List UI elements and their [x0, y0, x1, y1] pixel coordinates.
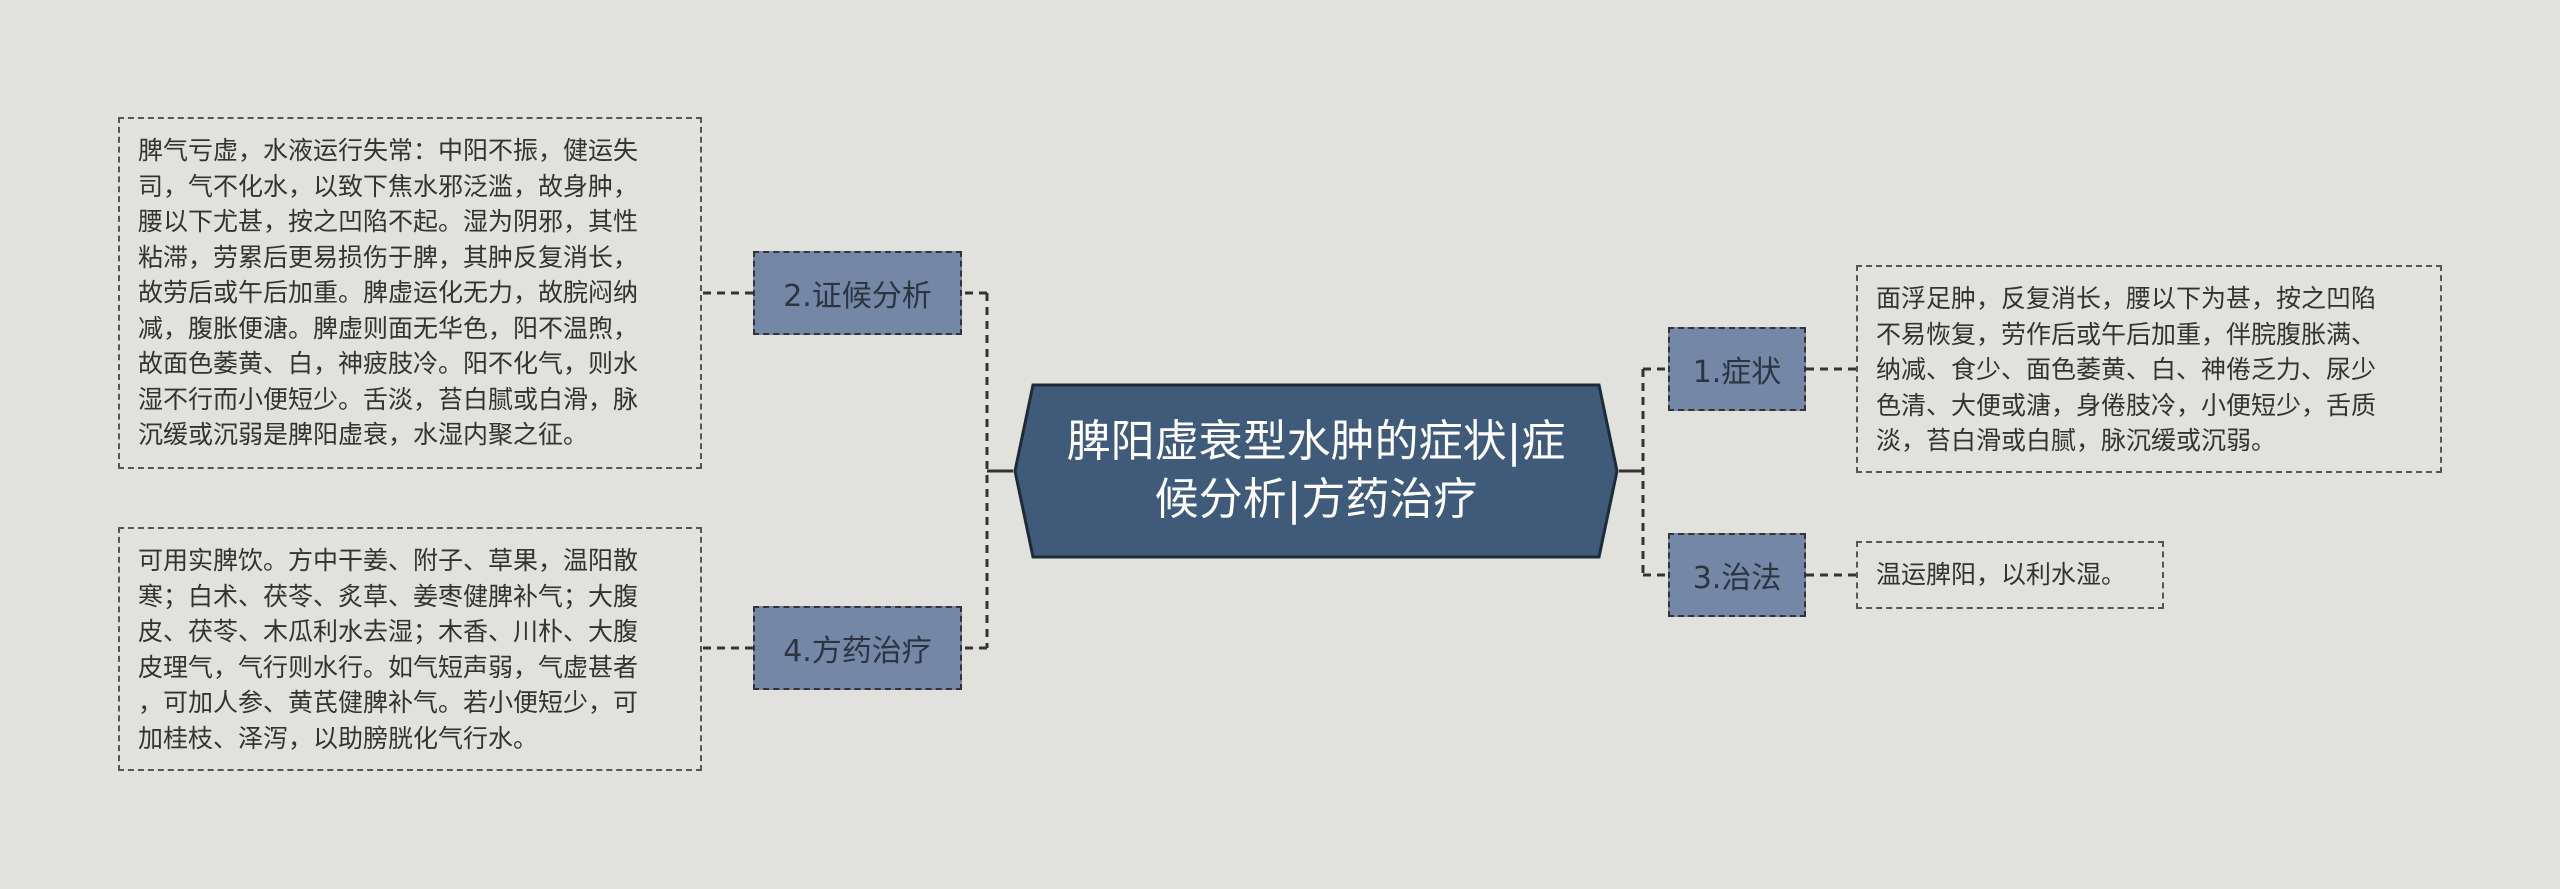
branch-node-syndrome-analysis[interactable]: 2.证候分析 [753, 251, 962, 335]
root-node[interactable]: 脾阳虚衰型水肿的症状|症 候分析|方药治疗 [1013, 383, 1619, 559]
branch-label-treatment-method: 3.治法 [1692, 561, 1782, 596]
leaf-node-syndrome-analysis[interactable]: 脾气亏虚，水液运行失常：中阳不振，健运失 司，气不化水，以致下焦水邪泛滥，故身肿… [118, 117, 702, 469]
root-title: 脾阳虚衰型水肿的症状|症 候分析|方药治疗 [1066, 416, 1566, 525]
branch-label-symptoms: 1.症状 [1692, 355, 1782, 390]
leaf-node-treatment-method[interactable]: 温运脾阳，以利水湿。 [1856, 541, 2164, 609]
branch-node-treatment-method[interactable]: 3.治法 [1668, 533, 1806, 617]
branch-node-symptoms[interactable]: 1.症状 [1668, 327, 1806, 411]
branch-label-prescription: 4.方药治疗 [783, 634, 932, 669]
leaf-node-prescription[interactable]: 可用实脾饮。方中干姜、附子、草果，温阳散 寒；白术、茯苓、炙草、姜枣健脾补气；大… [118, 527, 702, 771]
branch-label-syndrome-analysis: 2.证候分析 [783, 279, 932, 314]
root-node-shape [1013, 383, 1619, 559]
leaf-node-symptoms[interactable]: 面浮足肿，反复消长，腰以下为甚，按之凹陷 不易恢复，劳作后或午后加重，伴脘腹胀满… [1856, 265, 2442, 473]
branch-node-prescription[interactable]: 4.方药治疗 [753, 606, 962, 690]
